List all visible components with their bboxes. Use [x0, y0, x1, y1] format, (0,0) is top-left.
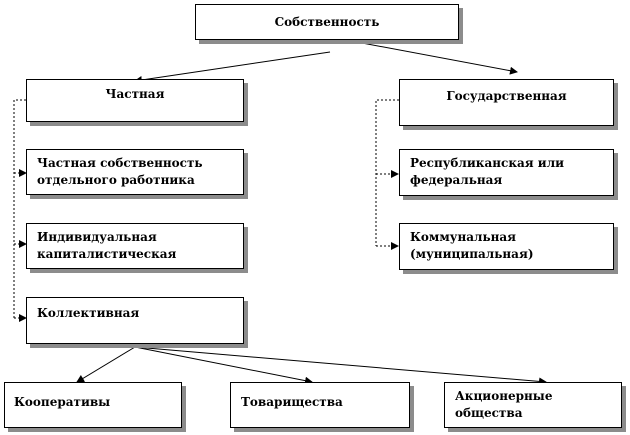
state-item-republican: Республиканская или федеральная — [399, 149, 614, 196]
state-item-line1: Коммунальная — [410, 230, 517, 244]
private-item-individual-capitalist: Индивидуальная капиталистическая — [26, 223, 244, 269]
branch-private: Частная — [26, 79, 244, 122]
collective-item-line1: Кооперативы — [14, 395, 111, 409]
private-item-collective: Коллективная — [26, 297, 244, 344]
state-item-line2: (муниципальная) — [410, 247, 534, 261]
root-node-label: Собственность — [274, 15, 380, 29]
private-item-line1: Индивидуальная — [37, 230, 157, 244]
branch-state: Государственная — [399, 79, 614, 126]
private-item-line2: капиталистическая — [37, 247, 177, 261]
private-item-individual-worker: Частная собственность отдельного работни… — [26, 149, 244, 195]
state-item-line1: Республиканская или — [410, 156, 565, 170]
private-bracket-line — [13, 99, 26, 318]
state-bracket-line — [375, 99, 399, 246]
state-item-line2: федеральная — [410, 173, 503, 187]
state-item-municipal: Коммунальная (муниципальная) — [399, 223, 614, 270]
root-node: Собственность — [195, 4, 459, 40]
arrow-collective-to-partnerships — [134, 346, 313, 385]
arrow-root-to-private — [134, 51, 331, 84]
collective-item-line2: общества — [455, 406, 523, 420]
private-item-line2: отдельного работника — [37, 173, 195, 187]
private-item-line1: Коллективная — [37, 306, 140, 320]
branch-state-label: Государственная — [446, 89, 567, 103]
arrow-collective-to-cooperatives — [76, 346, 136, 383]
arrow-root-to-state — [329, 36, 518, 75]
private-item-line1: Частная собственность — [37, 156, 203, 170]
collective-item-partnerships: Товарищества — [230, 382, 410, 428]
collective-item-line1: Акционерные — [455, 389, 553, 403]
collective-item-line1: Товарищества — [241, 395, 343, 409]
collective-item-cooperatives: Кооперативы — [4, 382, 182, 428]
collective-item-joint-stock: Акционерные общества — [444, 382, 622, 428]
branch-private-label: Частная — [105, 87, 165, 101]
arrow-collective-to-joint-stock — [134, 346, 547, 386]
